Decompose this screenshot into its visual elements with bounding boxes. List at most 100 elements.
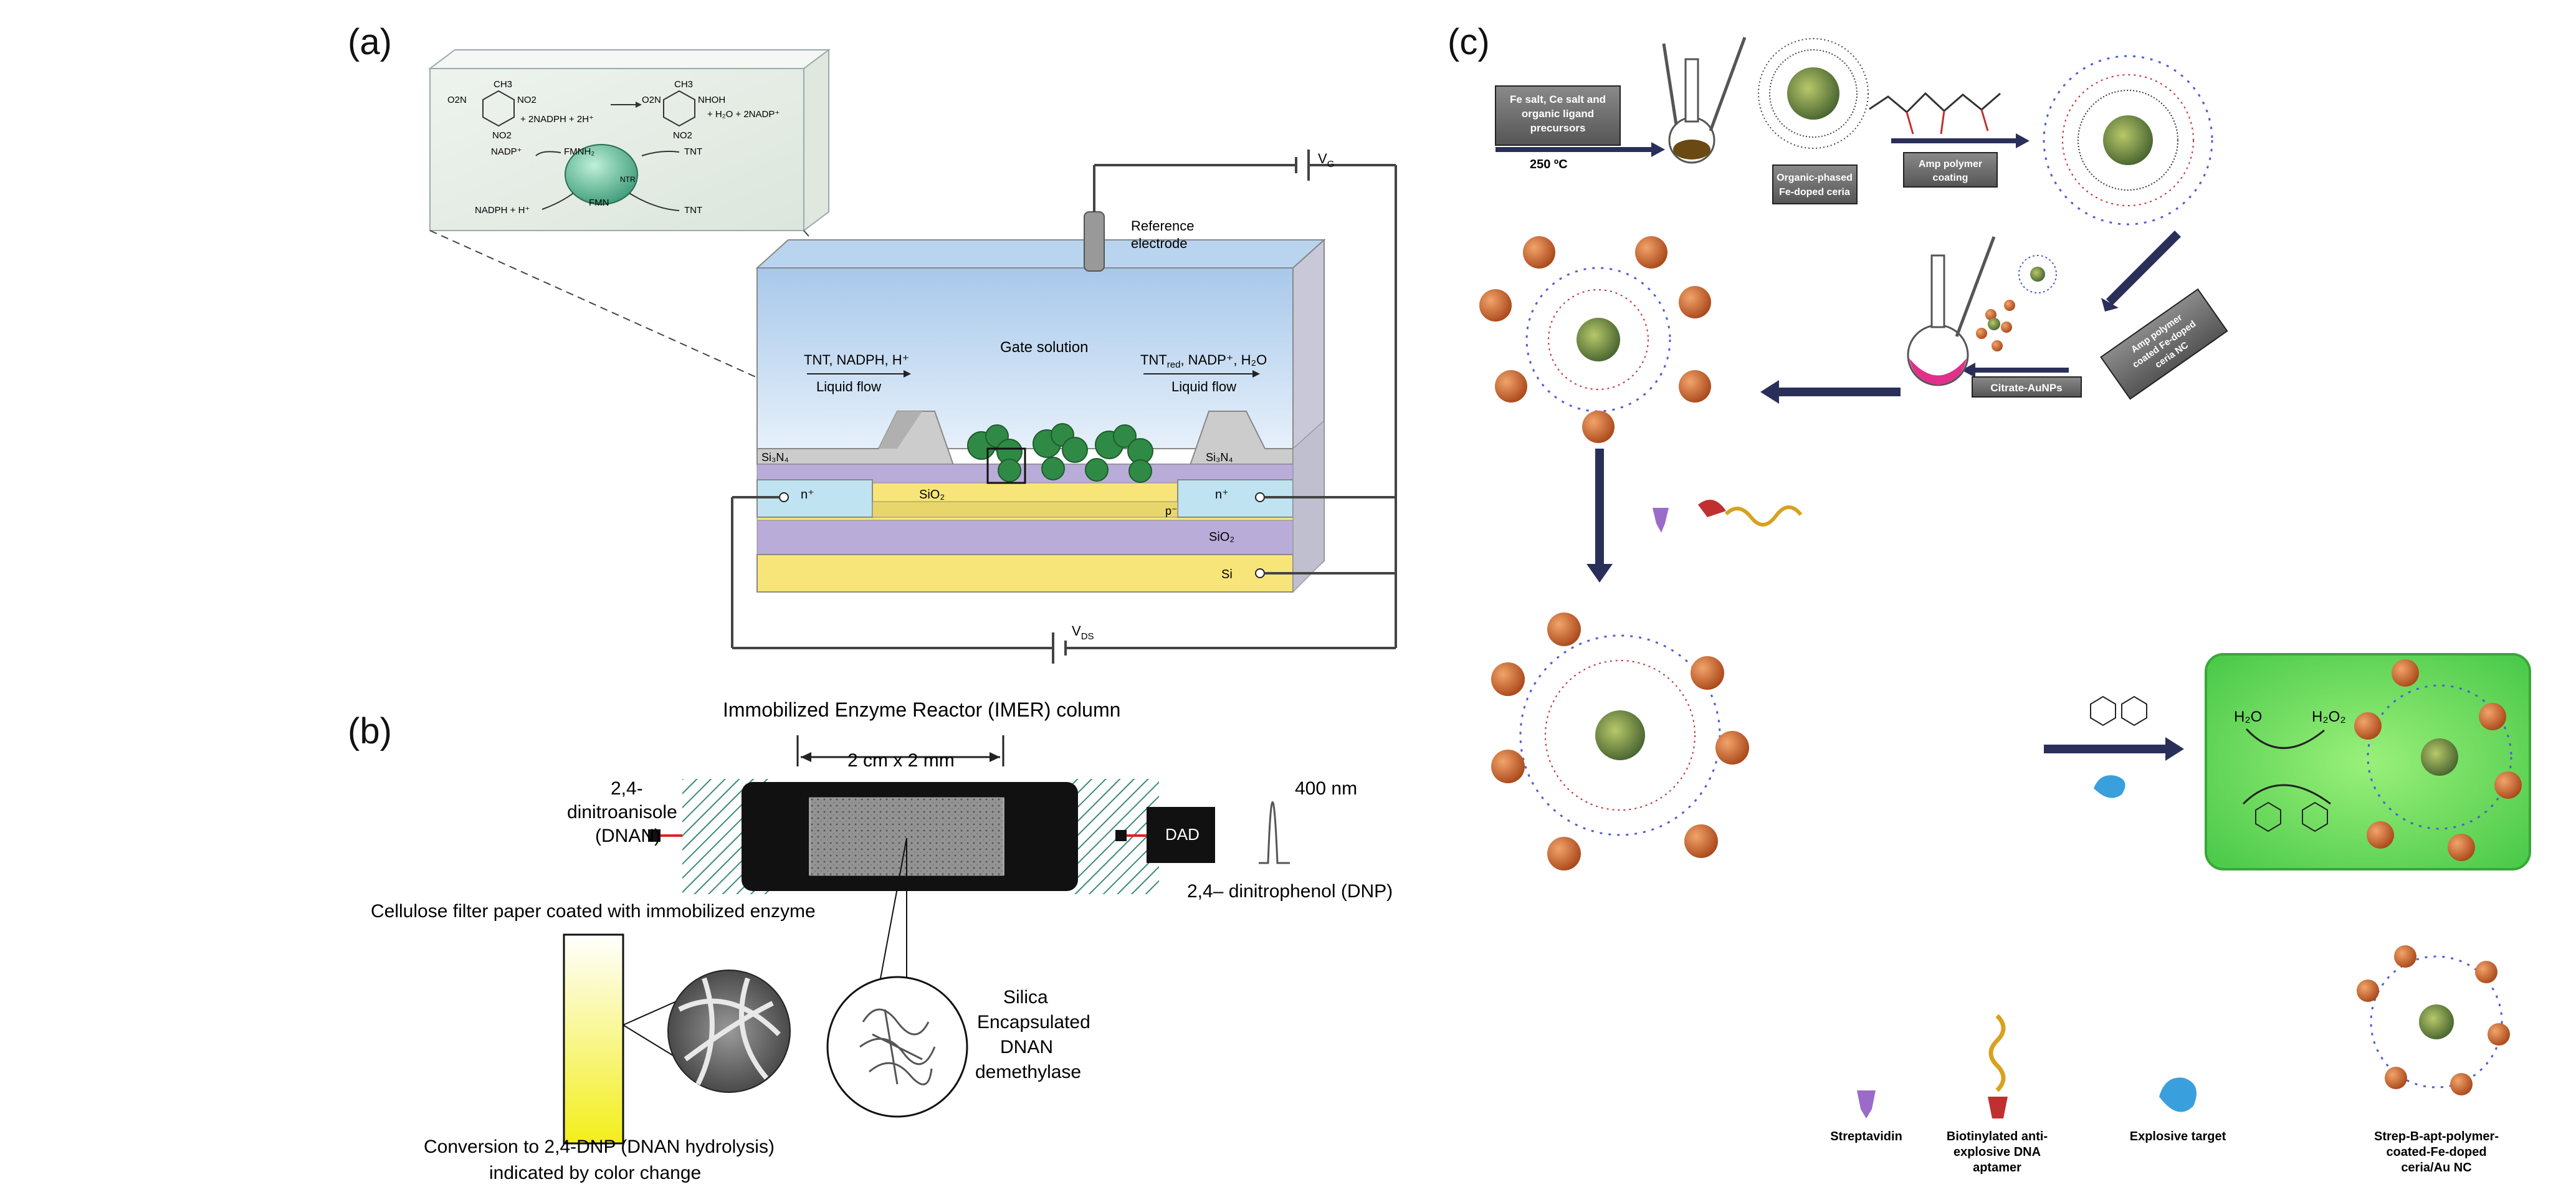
oxidized-tmb-icon (2255, 801, 2328, 832)
organic-fe-ceria-nc-icon (1758, 38, 1869, 149)
aunp-nc-icon (1479, 236, 1711, 443)
streptavidin-legend-icon (1857, 1090, 1876, 1118)
citrate-aunp-cluster-icon (1976, 300, 2015, 351)
zoom-box (986, 447, 1026, 484)
panel-c-diagram: Fe salt, Ce salt and organic ligand prec… (1479, 37, 2531, 1175)
source-terminal-icon (779, 492, 789, 502)
device-block: Gate solution TNT, NADPH, H⁺ Liquid flow… (755, 238, 1326, 593)
amp-coated-nc-icon (2043, 55, 2213, 226)
citrate-box (1972, 376, 2082, 398)
gate-solution-region (756, 267, 1294, 449)
vds-label: VDS (1072, 623, 1094, 642)
explosive-target-step-icon (2094, 775, 2125, 798)
absorbance-peak-icon (1259, 801, 1290, 864)
strep-apt-nc-large-icon (1491, 613, 1749, 870)
tnt-red-label: TNT (684, 205, 702, 216)
legend-nc-2: coated-Fe-doped (2386, 1145, 2486, 1159)
conversion-line2: indicated by color change (489, 1163, 701, 1183)
legend-streptavidin: Streptavidin (1830, 1130, 1902, 1143)
precursor-line3: precursors (1530, 122, 1586, 134)
dimension-label: 2 cm x 2 mm (847, 750, 955, 771)
citrate-label: Citrate-AuNPs (1990, 382, 2062, 394)
glow-nc-icon (2354, 659, 2522, 861)
aptamer-step-icon (1698, 500, 1726, 517)
sio2-label: SiO₂ (1209, 530, 1234, 544)
product-nhoh: NHOH (698, 95, 725, 105)
amp-line1: Amp polymer (1919, 159, 1982, 169)
panel-b-diagram: Immobilized Enzyme Reactor (IMER) column… (371, 699, 1393, 1183)
h2o-label: H₂O (2234, 708, 2262, 725)
amp-polymer-icon (1869, 92, 2001, 114)
reference-label: Reference (1131, 218, 1195, 234)
amp-nc-box: Amp polymer coated Fe-doped ceria NC (2100, 288, 2228, 400)
nadp-label: NADP⁺ (491, 146, 522, 157)
panel-a-diagram: CH3 O2N NO2 NO2 + 2NADPH + 2H⁺ CH3 O2N N… (428, 49, 1397, 664)
panel-b-label: (b) (348, 711, 392, 751)
si3n4-left-label: Si₃N₄ (761, 451, 789, 464)
nc-legend-icon (2357, 945, 2510, 1095)
vg-label: VG (1318, 151, 1334, 169)
inflow-species: TNT, NADPH, H⁺ (804, 352, 909, 368)
dad-label: DAD (1165, 825, 1200, 844)
precursor-line1: Fe salt, Ce salt and (1510, 93, 1606, 105)
silica-line1: Silica (1003, 987, 1048, 1008)
reagents-out: + H₂O + 2NADP⁺ (707, 109, 780, 120)
reaction-inset: CH3 O2N NO2 NO2 + 2NADPH + 2H⁺ CH3 O2N N… (428, 49, 831, 232)
o2n-label: O2N (447, 95, 467, 105)
n-plus-right-label: n⁺ (1215, 488, 1229, 502)
inflow-label: Liquid flow (816, 379, 881, 394)
silica-line2: Encapsulated (977, 1012, 1090, 1032)
streptavidin-step-icon (1653, 508, 1669, 533)
fmn-label: FMN (589, 198, 609, 208)
organic-line2: Fe-doped ceria (1779, 187, 1850, 198)
dnp-label: 2,4– dinitrophenol (DNP) (1187, 881, 1393, 902)
n-plus-left-label: n⁺ (801, 488, 814, 502)
aptamer-legend-icon (1988, 1014, 2008, 1118)
panel-a-label: (a) (348, 22, 392, 62)
imer-title: Immobilized Enzyme Reactor (IMER) column (723, 699, 1120, 721)
filter-paper-label: Cellulose filter paper coated with immob… (371, 901, 816, 922)
tnt-label: TNT (684, 146, 702, 157)
tmb-substrate-icon (2090, 695, 2147, 727)
no2-label: NO2 (517, 95, 537, 105)
legend-aptamer-2: explosive DNA (1953, 1145, 2041, 1159)
reference-electrode-icon (1084, 211, 1105, 272)
legend-nc-3: ceria/Au NC (2401, 1161, 2471, 1175)
color-strip (563, 933, 624, 1145)
dnan-line2: dinitroanisole (567, 802, 677, 822)
nadph-label: NADPH + H⁺ (475, 205, 530, 216)
h2o2-label: H₂O₂ (2312, 708, 2346, 725)
electrode-label: electrode (1131, 236, 1188, 251)
amp-line2: coating (1933, 173, 1968, 183)
drain-terminal-icon (1255, 492, 1265, 502)
outflow-label: Liquid flow (1171, 379, 1236, 394)
legend-target: Explosive target (2130, 1130, 2226, 1143)
product-o2n: O2N (642, 95, 661, 105)
fmnh2-label: FMNH₂ (564, 146, 594, 157)
wavelength-label: 400 nm (1295, 778, 1357, 799)
temperature-label: 250 ºC (1530, 158, 1568, 171)
dnan-line1: 2,4- (611, 778, 643, 799)
immobilized-enzymes-icon (967, 423, 1153, 483)
outflow-species: TNTred, NADP⁺, H₂O (1140, 352, 1267, 370)
ntr-enzyme-icon (565, 144, 638, 205)
product-no2: NO2 (673, 130, 692, 141)
dad-detector-icon (1147, 807, 1215, 863)
silica-line4: demethylase (975, 1062, 1081, 1082)
demethylase-structure-icon (859, 1008, 936, 1085)
organic-line1: Organic-phased (1777, 173, 1853, 183)
reaction-flask-icon (1662, 37, 1747, 164)
sio2-gate-label: SiO₂ (919, 488, 945, 502)
pink-flask-icon (1907, 236, 1996, 386)
precursor-box (1495, 85, 1621, 146)
p-minus-label: p⁻ (1165, 505, 1178, 517)
product-ch3: CH3 (674, 79, 693, 90)
no2-bottom-label: NO2 (492, 130, 512, 141)
legend-aptamer-1: Biotinylated anti- (1947, 1130, 2048, 1143)
amp-box (1903, 152, 1998, 188)
si-label: Si (1221, 568, 1233, 581)
si3n4-right-label: Si₃N₄ (1206, 451, 1233, 464)
dnan-line3: (DNAN) (595, 826, 661, 846)
legend-nc-1: Strep-B-apt-polymer- (2374, 1130, 2499, 1143)
panel-c-label: (c) (1448, 22, 1490, 62)
